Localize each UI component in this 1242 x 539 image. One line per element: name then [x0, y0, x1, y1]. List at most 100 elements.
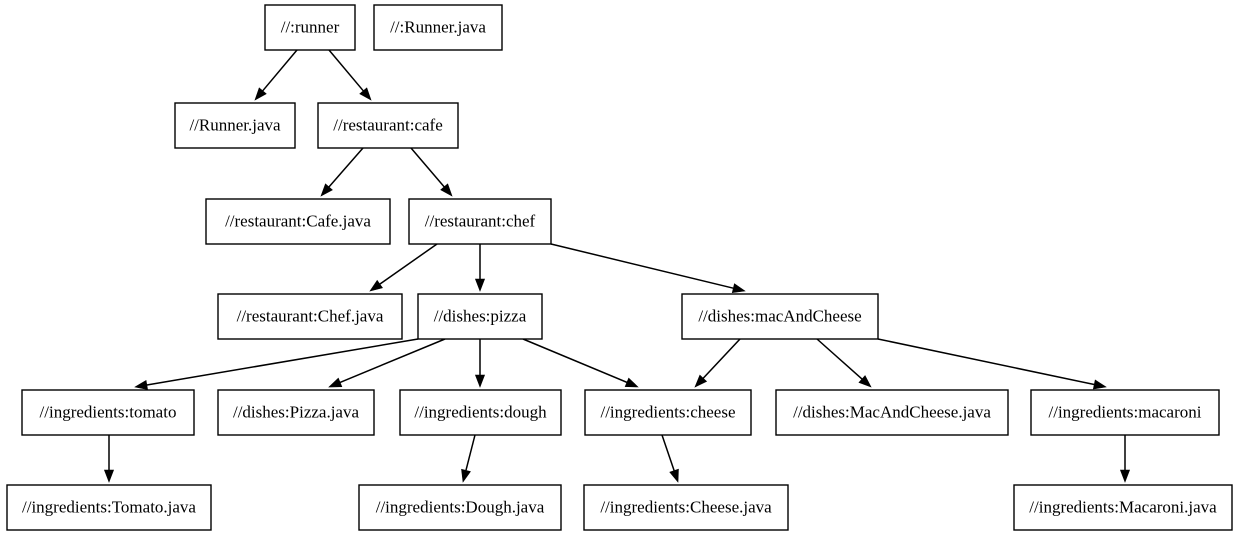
- edge-arrowhead-icon: [328, 377, 343, 388]
- node-box[interactable]: [775, 389, 1009, 436]
- node-box[interactable]: [6, 484, 212, 531]
- edge-arrowhead-icon: [320, 183, 333, 197]
- node-box[interactable]: [217, 389, 375, 436]
- node-box[interactable]: [681, 293, 879, 340]
- node-box[interactable]: [373, 4, 503, 51]
- graph-node-root_runner_java[interactable]: //:Runner.java: [373, 4, 503, 51]
- edge-line: [410, 147, 445, 188]
- node-box[interactable]: [264, 4, 356, 51]
- graph-edge: [254, 49, 298, 101]
- edge-arrowhead-icon: [134, 379, 148, 390]
- edge-line: [465, 434, 476, 471]
- edge-line: [328, 147, 364, 188]
- graph-edge: [103, 435, 115, 483]
- node-label: //ingredients:dough: [414, 402, 547, 421]
- node-label: //:Runner.java: [390, 17, 486, 36]
- edge-arrowhead-icon: [1119, 469, 1131, 483]
- graph-node-chef[interactable]: //restaurant:chef: [408, 198, 552, 245]
- node-label: //ingredients:Tomato.java: [22, 497, 196, 516]
- edge-line: [550, 243, 734, 289]
- graph-node-runner_java[interactable]: //Runner.java: [174, 102, 296, 149]
- node-box[interactable]: [417, 293, 543, 340]
- graph-node-tomato_java[interactable]: //ingredients:Tomato.java: [6, 484, 212, 531]
- edge-line: [522, 338, 628, 384]
- graph-edge: [661, 434, 679, 483]
- node-box[interactable]: [358, 484, 562, 531]
- graph-edge: [134, 338, 419, 390]
- graph-edge: [410, 147, 453, 197]
- graph-node-macaroni_java[interactable]: //ingredients:Macaroni.java: [1013, 484, 1233, 531]
- graph-node-pizza_java[interactable]: //dishes:Pizza.java: [217, 389, 375, 436]
- edge-line: [328, 49, 364, 92]
- edge-line: [816, 338, 863, 380]
- edge-layer: [103, 49, 1131, 483]
- edge-arrowhead-icon: [731, 283, 746, 293]
- graph-node-cheese_java[interactable]: //ingredients:Cheese.java: [583, 484, 789, 531]
- edge-line: [379, 243, 438, 285]
- node-label: //dishes:macAndCheese: [698, 306, 861, 325]
- node-box[interactable]: [174, 102, 296, 149]
- node-box[interactable]: [1030, 389, 1220, 436]
- graph-edge: [461, 434, 476, 483]
- edge-arrowhead-icon: [624, 377, 639, 388]
- graph-edge: [369, 243, 438, 292]
- graph-node-mac_java[interactable]: //dishes:MacAndCheese.java: [775, 389, 1009, 436]
- node-label: //ingredients:Dough.java: [376, 497, 545, 516]
- node-label: //ingredients:cheese: [600, 402, 735, 421]
- edge-arrowhead-icon: [440, 183, 453, 197]
- graph-node-macaroni[interactable]: //ingredients:macaroni: [1030, 389, 1220, 436]
- graph-node-mac[interactable]: //dishes:macAndCheese: [681, 293, 879, 340]
- node-box[interactable]: [217, 293, 403, 340]
- node-layer: //:runner //:Runner.java //Runner.java //re…: [6, 4, 1233, 531]
- node-box[interactable]: [317, 102, 459, 149]
- graph-node-cafe_java[interactable]: //restaurant:Cafe.java: [205, 198, 391, 245]
- node-label: //ingredients:tomato: [40, 402, 177, 421]
- node-label: //dishes:Pizza.java: [233, 402, 360, 421]
- node-label: //dishes:pizza: [434, 306, 527, 325]
- graph-node-chef_java[interactable]: //restaurant:Chef.java: [217, 293, 403, 340]
- node-box[interactable]: [399, 389, 562, 436]
- edge-arrowhead-icon: [694, 374, 708, 388]
- graph-node-dough_java[interactable]: //ingredients:Dough.java: [358, 484, 562, 531]
- node-box[interactable]: [408, 198, 552, 245]
- graph-edge: [328, 49, 372, 101]
- node-box[interactable]: [21, 389, 195, 436]
- edge-line: [661, 434, 675, 471]
- edge-arrowhead-icon: [474, 374, 486, 388]
- edge-line: [146, 338, 419, 386]
- node-label: //restaurant:cafe: [333, 115, 443, 134]
- node-label: //dishes:MacAndCheese.java: [793, 402, 991, 421]
- edge-line: [262, 49, 298, 92]
- edge-arrowhead-icon: [369, 279, 383, 292]
- edge-arrowhead-icon: [359, 87, 372, 101]
- graph-node-tomato[interactable]: //ingredients:tomato: [21, 389, 195, 436]
- edge-line: [877, 338, 1095, 386]
- node-label: //restaurant:chef: [425, 211, 536, 230]
- graph-node-runner[interactable]: //:runner: [264, 4, 356, 51]
- edge-arrowhead-icon: [1092, 379, 1107, 390]
- graph-node-dough[interactable]: //ingredients:dough: [399, 389, 562, 436]
- node-label: //restaurant:Chef.java: [237, 306, 384, 325]
- graph-node-cheese[interactable]: //ingredients:cheese: [584, 389, 752, 436]
- node-label: //Runner.java: [189, 115, 281, 134]
- node-box[interactable]: [1013, 484, 1233, 531]
- edge-arrowhead-icon: [254, 87, 267, 101]
- node-box[interactable]: [584, 389, 752, 436]
- graph-edge: [877, 338, 1107, 390]
- node-box[interactable]: [583, 484, 789, 531]
- node-label: //restaurant:Cafe.java: [225, 211, 371, 230]
- graph-edge: [522, 338, 639, 388]
- graph-edge: [474, 339, 486, 388]
- node-box[interactable]: [205, 198, 391, 245]
- graph-edge: [550, 243, 746, 293]
- node-label: //ingredients:Macaroni.java: [1029, 497, 1217, 516]
- edge-arrowhead-icon: [461, 468, 471, 483]
- graph-node-pizza[interactable]: //dishes:pizza: [417, 293, 543, 340]
- graph-edge: [474, 244, 486, 292]
- graph-node-cafe[interactable]: //restaurant:cafe: [317, 102, 459, 149]
- edge-arrowhead-icon: [474, 278, 486, 292]
- edge-arrowhead-icon: [103, 469, 115, 483]
- graph-edge: [816, 338, 872, 388]
